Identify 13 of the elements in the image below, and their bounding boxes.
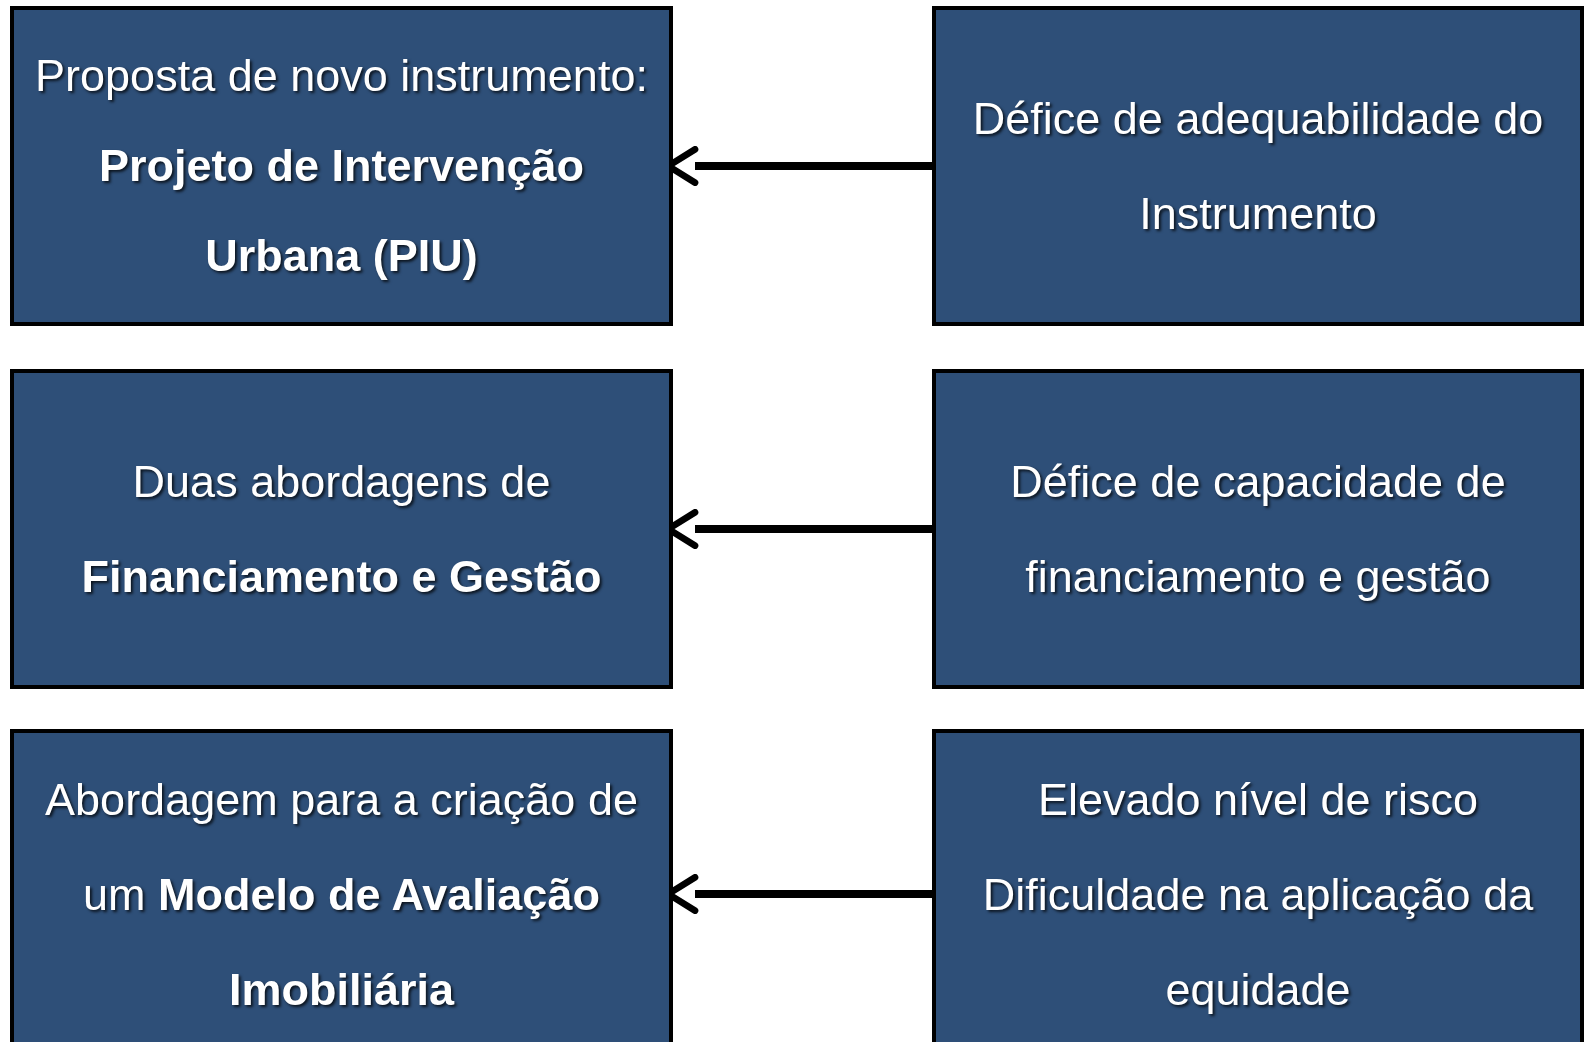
- text-box: [932, 369, 1584, 689]
- text-box: [932, 729, 1584, 1042]
- box-text: Défice de capacidade de financiamento e gestão: [1009, 455, 1507, 604]
- box-text: Elevado nível de risco: [1037, 772, 1479, 827]
- text-box: [10, 729, 673, 1042]
- text-box: [932, 6, 1584, 326]
- box-text: Proposta de novo instrumento: Projeto de Intervenção Urbana (PIU): [34, 49, 649, 283]
- box-text: Dificuldade na aplicação da equidade: [981, 867, 1535, 1017]
- text-box: [10, 369, 673, 689]
- box-text: Défice de adequabilidade do Instrumento: [971, 92, 1545, 241]
- box-text: Duas abordagens de Financiamento e Gestão: [80, 455, 603, 604]
- box-text: Abordagem para a criação de um Modelo de Avaliação Imobiliária: [44, 772, 639, 1017]
- text-box: [10, 6, 673, 326]
